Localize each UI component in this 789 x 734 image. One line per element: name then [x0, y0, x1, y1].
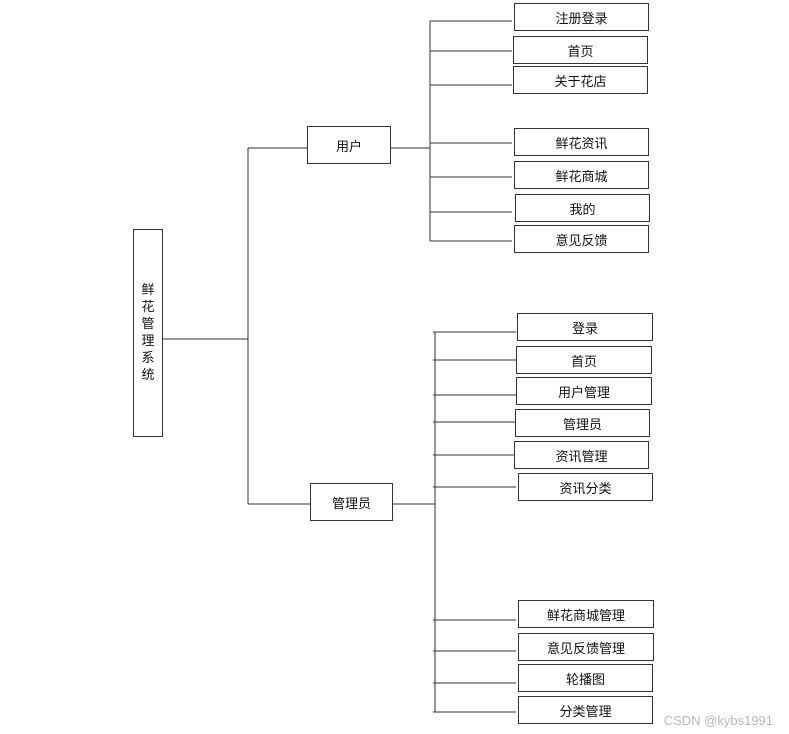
user-leaf-mine: 我的 — [515, 194, 650, 222]
admin-leaf-administrator: 管理员 — [515, 409, 650, 437]
user-leaf-feedback: 意见反馈 — [514, 225, 649, 253]
root-node-char: 理 — [141, 334, 155, 349]
user-leaf-home: 首页 — [513, 36, 648, 64]
user-leaf-about-shop: 关于花店 — [513, 66, 648, 94]
user-leaf-flower-mall: 鲜花商城 — [514, 161, 649, 189]
root-node: 鲜花管理系统 — [133, 229, 163, 437]
admin-leaf-news-category: 资讯分类 — [518, 473, 653, 501]
group-node-user: 用户 — [307, 126, 391, 164]
admin-leaf-home: 首页 — [516, 346, 652, 374]
admin-leaf-login: 登录 — [517, 313, 653, 341]
root-node-char: 鲜 — [141, 283, 155, 298]
admin-leaf-category-management: 分类管理 — [518, 696, 653, 724]
root-node-char: 管 — [141, 317, 155, 332]
admin-leaf-feedback-management: 意见反馈管理 — [518, 633, 654, 661]
admin-leaf-carousel: 轮播图 — [518, 664, 653, 692]
root-node-char: 统 — [141, 368, 155, 383]
admin-leaf-mall-management: 鲜花商城管理 — [518, 600, 654, 628]
user-leaf-flower-news: 鲜花资讯 — [514, 128, 649, 156]
root-node-char: 系 — [141, 351, 155, 366]
group-node-admin: 管理员 — [310, 483, 393, 521]
watermark: CSDN @kybs1991 — [663, 713, 773, 728]
root-node-char: 花 — [141, 300, 155, 315]
admin-leaf-news-management: 资讯管理 — [514, 441, 649, 469]
admin-leaf-user-management: 用户管理 — [516, 377, 652, 405]
user-leaf-register-login: 注册登录 — [514, 3, 649, 31]
